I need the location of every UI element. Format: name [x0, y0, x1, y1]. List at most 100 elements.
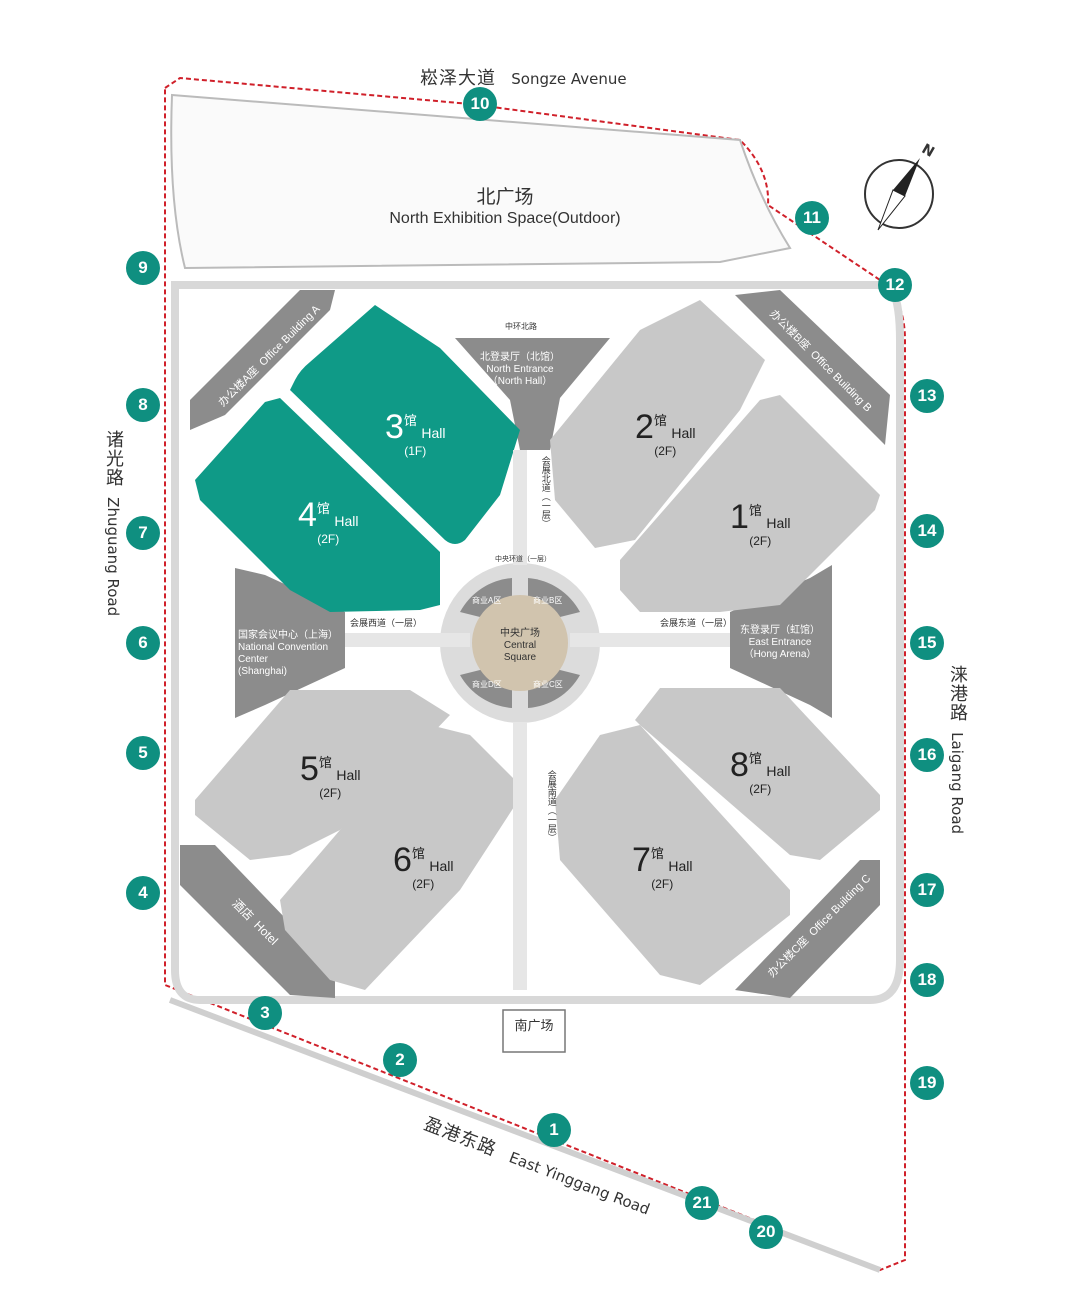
hall-2-num: 2 [635, 408, 654, 446]
hall-7-cn: 馆 [650, 846, 664, 861]
hall-3-cn: 馆 [403, 413, 417, 428]
hall-2-label[interactable]: 2馆 Hall (2F) [635, 410, 696, 458]
hall-4-shape [195, 398, 440, 612]
hall-6-label[interactable]: 6馆 Hall (2F) [393, 843, 454, 891]
hall-6-num: 6 [393, 841, 412, 879]
north-path-label: 会展北道（一层） [540, 456, 551, 528]
hall-6-shape [280, 725, 525, 990]
road-zhuguang-en: Zhuguang Road [104, 497, 122, 617]
gate-21[interactable]: 21 [685, 1186, 719, 1220]
ncc-en1: National Convention [238, 642, 329, 653]
gate-17[interactable]: 17 [910, 873, 944, 907]
gate-1[interactable]: 1 [537, 1113, 571, 1147]
east-path-label: 会展东道（一层） [660, 618, 733, 628]
gate-19[interactable]: 19 [910, 1066, 944, 1100]
east-entrance-cn: 东登录厅（虹馆） [740, 625, 820, 636]
gate-8[interactable]: 8 [126, 388, 160, 422]
hall-8-shape [635, 688, 880, 860]
ncc-en2: Center [238, 654, 269, 665]
hall-1-num: 1 [730, 498, 749, 536]
east-entrance-en1: East Entrance [748, 637, 812, 648]
gate-9[interactable]: 9 [126, 251, 160, 285]
east-entrance-en2: （Hong Arena） [743, 649, 817, 660]
south-path-label: 会展南道（一层） [546, 770, 557, 842]
gate-14[interactable]: 14 [910, 514, 944, 548]
central-square-en2: Square [503, 652, 537, 663]
central-square-en1: Central [503, 640, 537, 651]
hall-3-floor: (1F) [404, 444, 427, 458]
compass-icon [864, 158, 934, 231]
central-ring-label: 中央环道（一层） [495, 556, 551, 563]
central-square-cn: 中央广场 [500, 628, 540, 639]
hall-8-en: Hall [766, 763, 791, 779]
plaza-c-label: 商业C区 [533, 680, 563, 689]
hall-3-en: Hall [421, 425, 446, 441]
road-laigang-cn: 涞港路 [947, 665, 968, 722]
gate-15[interactable]: 15 [910, 626, 944, 660]
road-songze-en: Songze Avenue [511, 70, 627, 88]
hall-1-en: Hall [766, 515, 791, 531]
north-plaza [170, 93, 792, 270]
hall-2-floor: (2F) [654, 444, 677, 458]
north-entrance-en1: North Entrance [486, 364, 554, 375]
gate-3[interactable]: 3 [248, 996, 282, 1030]
west-path-label: 会展西道（一层） [350, 618, 423, 628]
south-plaza [502, 1009, 566, 1053]
hall-3-num: 3 [385, 408, 404, 446]
hotel-building [180, 845, 335, 998]
hall-1-label[interactable]: 1馆 Hall (2F) [730, 500, 791, 548]
hall-4-en: Hall [334, 513, 359, 529]
gate-18[interactable]: 18 [910, 963, 944, 997]
plaza-d-label: 商业D区 [472, 680, 502, 689]
gate-4[interactable]: 4 [126, 876, 160, 910]
road-laigang: 涞港路 Laigang Road [944, 665, 970, 834]
gate-7[interactable]: 7 [126, 516, 160, 550]
hall-4-num: 4 [298, 496, 317, 534]
gate-13[interactable]: 13 [910, 379, 944, 413]
hall-3-label[interactable]: 3馆 Hall (1F) [385, 410, 446, 458]
hall-3-shape [290, 305, 520, 544]
gate-6[interactable]: 6 [126, 626, 160, 660]
road-zhuguang: 诸光路 Zhuguang Road [100, 430, 126, 616]
central-square [472, 595, 568, 691]
hall-5-shape [195, 690, 450, 860]
hall-7-label[interactable]: 7馆 Hall (2F) [632, 843, 693, 891]
road-songze: 崧泽大道 Songze Avenue [420, 64, 627, 90]
hall-8-num: 8 [730, 746, 749, 784]
hall-2-shape [550, 300, 765, 548]
north-plaza-cn: 北广场 [476, 186, 534, 208]
office-building-b [735, 290, 890, 445]
gate-10[interactable]: 10 [463, 87, 497, 121]
office-building-c [735, 860, 880, 998]
hall-5-en: Hall [336, 767, 361, 783]
hall-2-en: Hall [671, 425, 696, 441]
hall-1-cn: 馆 [748, 503, 762, 518]
site-boundary [164, 76, 906, 1272]
ring-north-label: 中环北路 [505, 322, 537, 331]
gate-12[interactable]: 12 [878, 268, 912, 302]
hall-5-label[interactable]: 5馆 Hall (2F) [300, 752, 361, 800]
road-laigang-en: Laigang Road [948, 732, 966, 835]
north-entrance-cn: 北登录厅（北馆） [480, 352, 560, 363]
hall-6-floor: (2F) [412, 877, 435, 891]
hall-1-floor: (2F) [749, 534, 772, 548]
gate-2[interactable]: 2 [383, 1043, 417, 1077]
hall-4-label[interactable]: 4馆 Hall (2F) [298, 498, 359, 546]
ncc-en3: (Shanghai) [238, 666, 287, 677]
gate-20[interactable]: 20 [749, 1215, 783, 1249]
gate-5[interactable]: 5 [126, 736, 160, 770]
plaza-a-label: 商业A区 [472, 596, 502, 605]
office-building-a [190, 290, 335, 430]
hall-8-label[interactable]: 8馆 Hall (2F) [730, 748, 791, 796]
gate-16[interactable]: 16 [910, 738, 944, 772]
hall-8-cn: 馆 [748, 751, 762, 766]
hall-6-en: Hall [429, 858, 454, 874]
hall-5-floor: (2F) [319, 786, 342, 800]
road-songze-cn: 崧泽大道 [420, 68, 496, 89]
hall-2-cn: 馆 [653, 413, 667, 428]
hall-4-cn: 馆 [316, 501, 330, 516]
ncc-label: 国家会议中心（上海） National Convention Center (S… [238, 630, 348, 678]
gate-11[interactable]: 11 [795, 201, 829, 235]
